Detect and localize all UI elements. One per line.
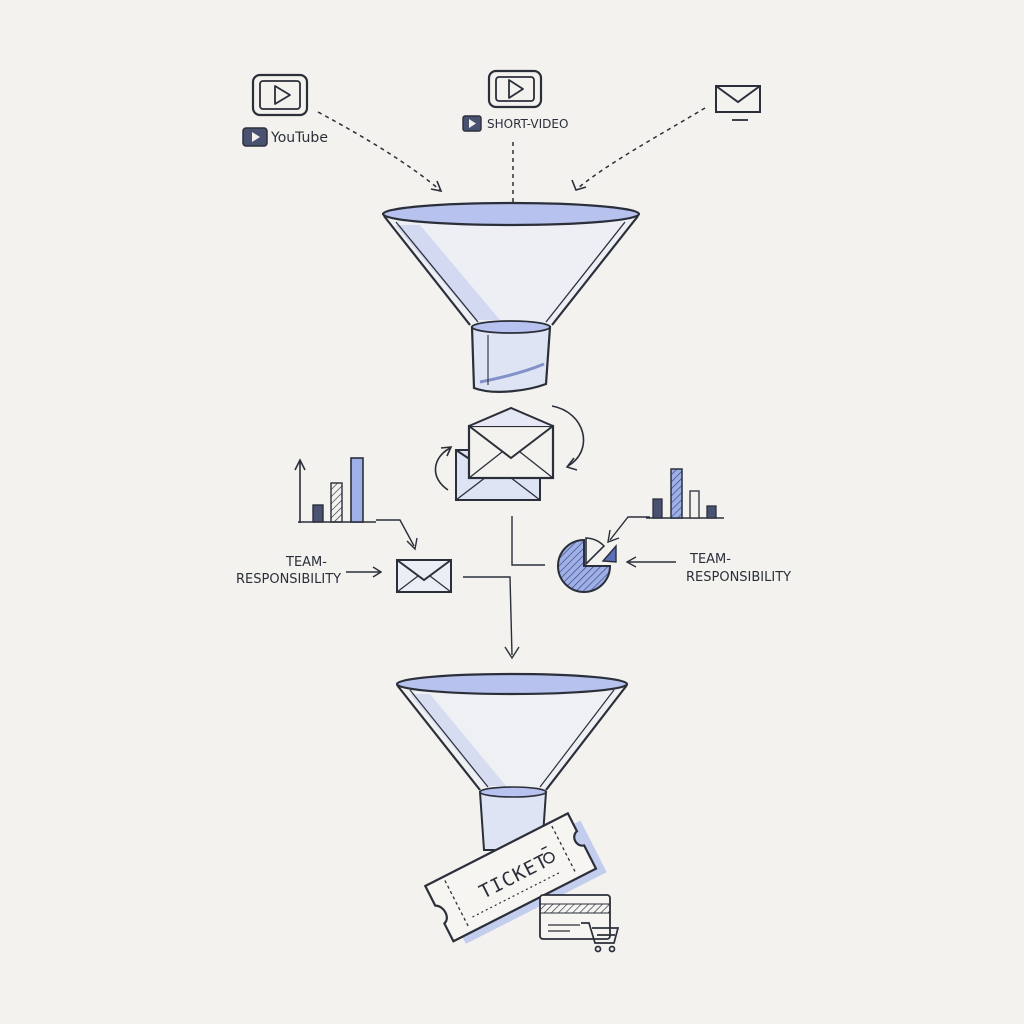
credit-card-icon — [539, 894, 611, 940]
youtube-label: YouTube — [270, 130, 328, 146]
youtube-logo-icon — [242, 127, 268, 147]
envelope-icon — [396, 559, 452, 593]
chart-to-email-arrow — [376, 519, 415, 547]
video-player-icon — [251, 73, 309, 117]
envelope-icon — [467, 406, 555, 480]
left-label-line2: RESPONSIBILITY — [236, 572, 341, 587]
connector-lines — [463, 516, 545, 660]
short-video-label: SHORT-VIDEO — [487, 117, 568, 131]
bar — [312, 504, 324, 523]
left-team-label: TEAM- RESPONSIBILITY — [236, 555, 341, 587]
short-video-source: SHORT-VIDEO — [462, 69, 568, 132]
bottom-funnel — [395, 672, 629, 851]
left-label-line1: TEAM- — [285, 555, 327, 570]
envelope-icon — [715, 85, 761, 121]
arrow-heads — [430, 179, 587, 193]
pie-chart-icon — [557, 537, 617, 593]
top-funnel — [381, 201, 641, 393]
bar — [350, 457, 364, 523]
email-stack — [434, 405, 585, 501]
bar — [652, 498, 663, 519]
right-bar-chart — [646, 468, 724, 519]
youtube-arrow — [317, 111, 441, 191]
youtube-source: YouTube — [242, 73, 328, 147]
email-arrow — [577, 107, 706, 189]
ticket: TICKET — [423, 811, 607, 944]
email-source — [715, 85, 761, 121]
shopping-cart-icon — [581, 922, 620, 953]
bar — [330, 482, 343, 523]
bar — [706, 505, 717, 519]
short-video-logo-icon — [462, 115, 482, 132]
chart-to-pie-arrow — [609, 516, 650, 541]
refresh-arrow-icon — [434, 405, 585, 491]
left-bar-chart — [294, 457, 376, 523]
right-label-line2: RESPONSIBILITY — [686, 570, 791, 585]
video-player-icon — [487, 69, 543, 109]
right-team-label: TEAM- RESPONSIBILITY — [686, 552, 791, 585]
bar — [689, 490, 700, 519]
right-label-line1: TEAM- — [689, 552, 731, 567]
bar — [670, 468, 683, 519]
